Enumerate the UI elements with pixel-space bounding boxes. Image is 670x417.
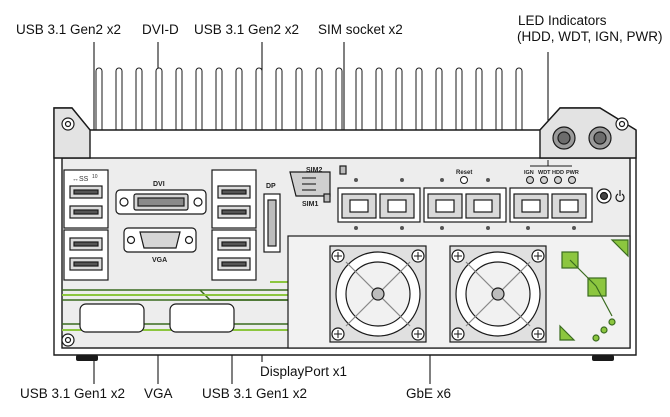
led-hdd-label: HDD [552, 170, 564, 176]
label-usb-gen2-left: USB 3.1 Gen2 x2 [16, 22, 122, 37]
displayport-connector [263, 193, 281, 253]
led-wdt-label: WDT [538, 170, 551, 176]
top-right-knobs [552, 126, 612, 150]
label-usb-gen1-left: USB 3.1 Gen1 x2 [20, 386, 126, 401]
led-indicators [526, 160, 576, 184]
dvi-connector [115, 189, 207, 215]
usb-gen2-left-block [63, 169, 109, 229]
dvi-panel-label: DVI [153, 181, 165, 188]
chassis-feet [76, 355, 614, 361]
gbe-status-dots [354, 178, 576, 230]
svg-text:10: 10 [92, 174, 98, 180]
sim2-label: SIM2 [306, 167, 322, 174]
label-dvi-d: DVI-D [142, 22, 179, 37]
fan-screw-crosses [334, 252, 542, 338]
brand-logo-graphic [559, 239, 629, 342]
usb-gen1-left-block [63, 229, 109, 281]
label-displayport: DisplayPort x1 [260, 364, 348, 379]
label-vga: VGA [144, 386, 173, 401]
usb-gen2-mid-block [211, 169, 257, 229]
label-led-line2: (HDD, WDT, IGN, PWR) [517, 29, 663, 44]
lower-panels [79, 303, 235, 333]
fan-screws [331, 249, 545, 341]
usb-ss10-icon: ↔SS 10 [72, 174, 98, 183]
svg-text:↔SS: ↔SS [72, 176, 89, 183]
reset-label: Reset [456, 170, 472, 176]
sim1-label: SIM1 [302, 201, 318, 208]
usb-gen1-mid-block [211, 229, 257, 281]
gbe-ports [337, 187, 593, 223]
label-usb-gen2-mid: USB 3.1 Gen2 x2 [194, 22, 300, 37]
label-led-indicators: LED Indicators (HDD, WDT, IGN, PWR) [517, 13, 663, 45]
power-button-icon [596, 188, 625, 204]
vga-panel-label: VGA [152, 257, 167, 264]
label-led-line1: LED Indicators [518, 13, 607, 28]
label-sim-socket: SIM socket x2 [318, 22, 403, 37]
dp-panel-label: DP [266, 183, 276, 190]
label-gbe: GbE x6 [406, 386, 452, 401]
label-usb-gen1-mid: USB 3.1 Gen1 x2 [202, 386, 308, 401]
led-ign-label: IGN [524, 170, 534, 176]
vga-connector [123, 227, 197, 253]
led-pwr-label: PWR [566, 170, 579, 176]
reset-button [460, 176, 468, 184]
sim-socket-area [289, 165, 347, 203]
